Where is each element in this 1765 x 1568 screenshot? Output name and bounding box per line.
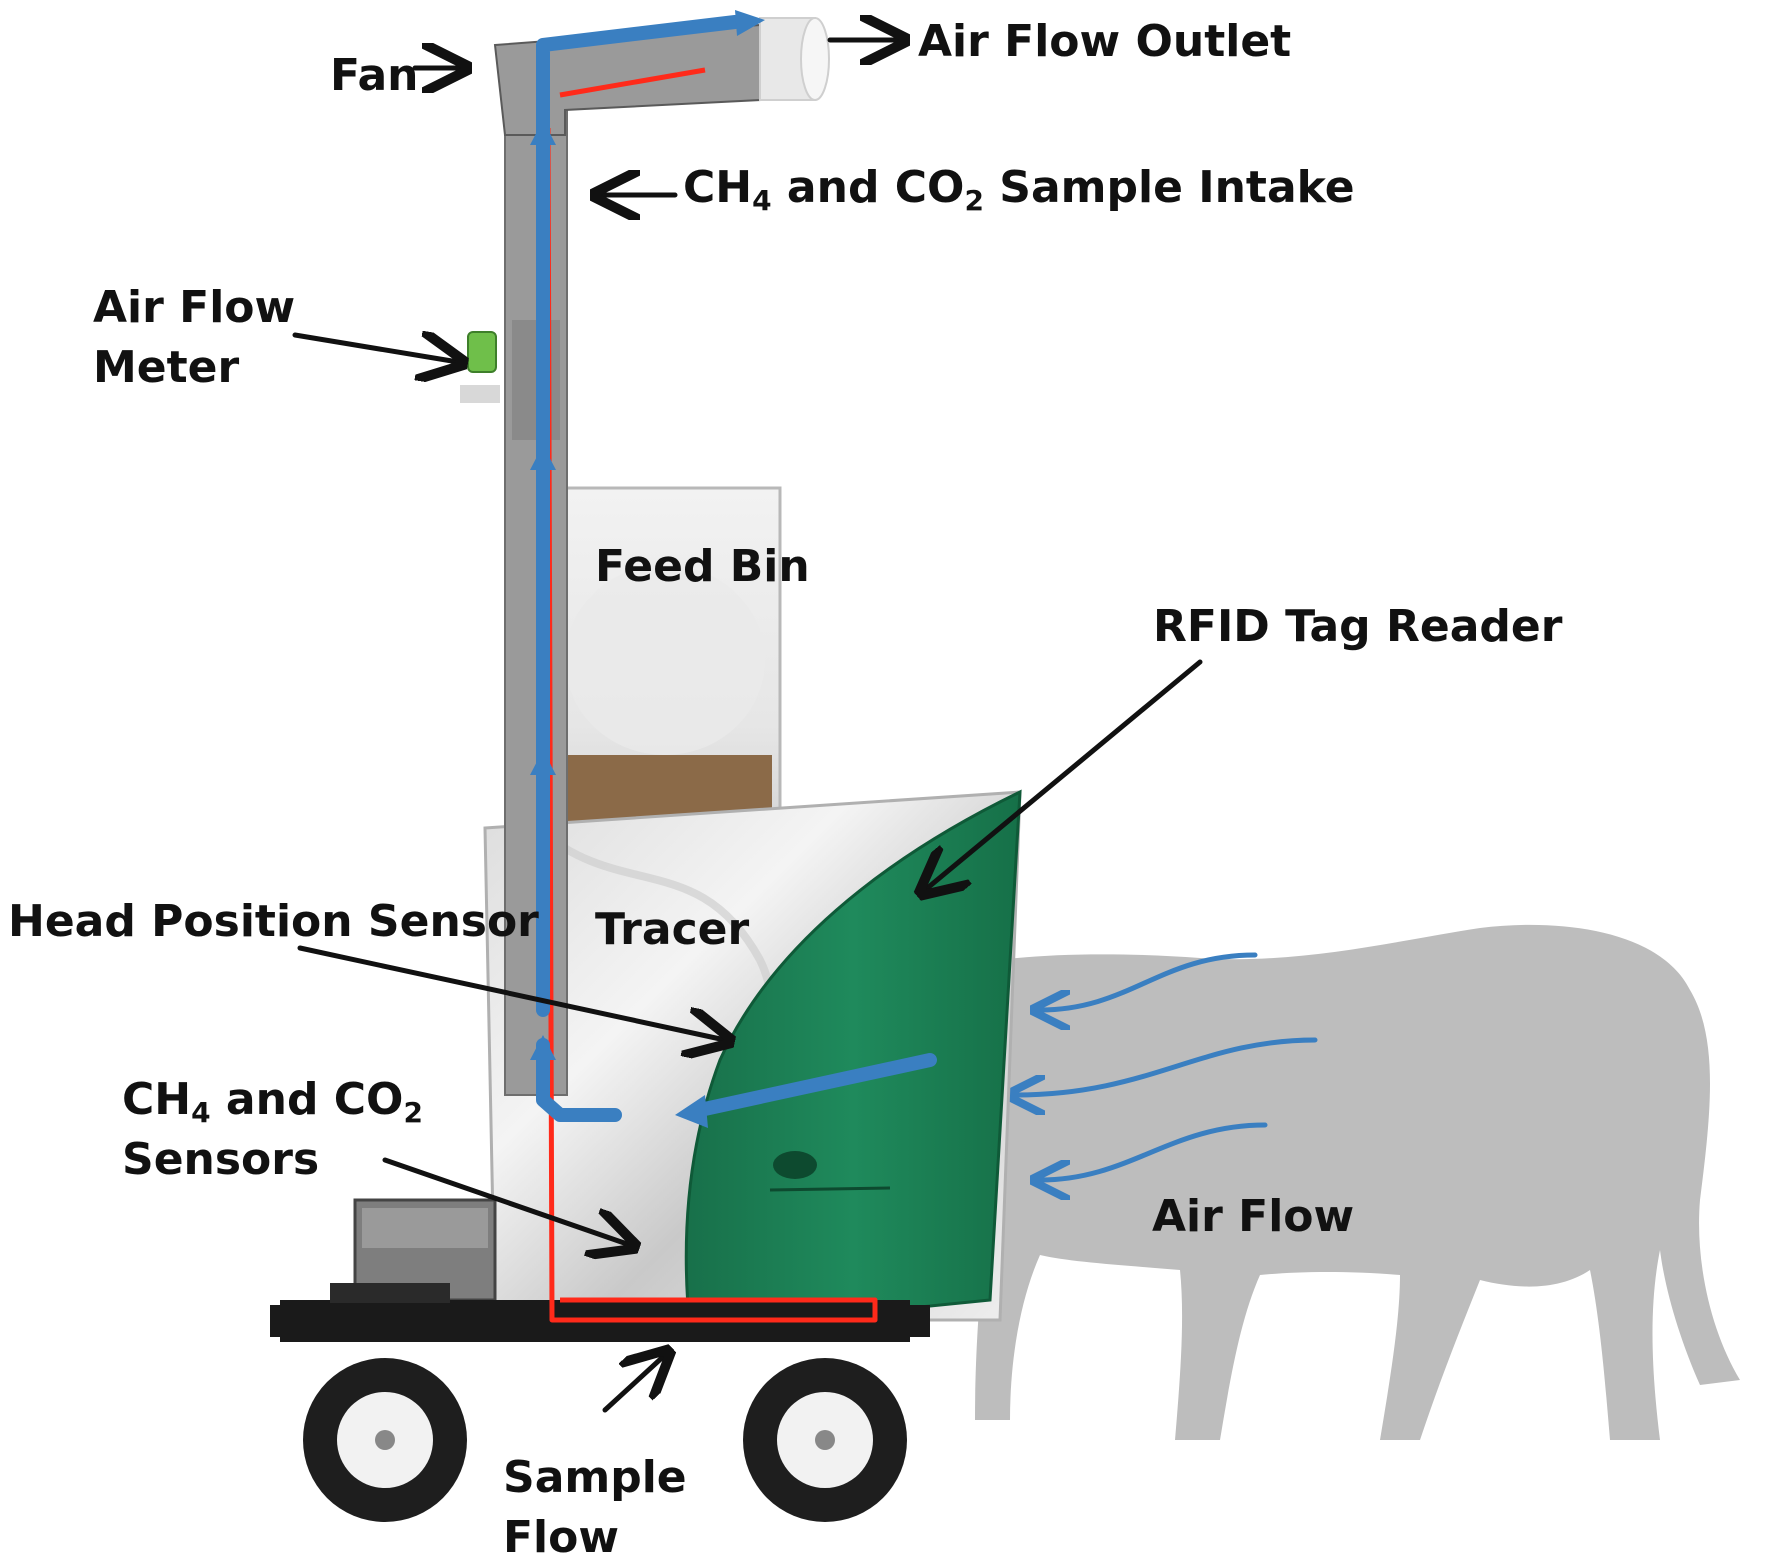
tracer-label: Tracer [595,904,750,955]
feed-bin [558,486,782,828]
fan-label: Fan [330,50,419,101]
cart-wheels [303,1358,907,1522]
sensors-label-line2: Sensors [122,1134,320,1185]
sensors-label-line1: CH4 and CO2 [122,1074,423,1129]
sample-flow-label-line1: Sample [503,1452,687,1503]
annotation-arrows [292,40,1203,1413]
sample-flow-path [545,67,878,1323]
cow-silhouette [899,924,1740,1440]
fan-housing [493,17,830,136]
air-flow-meter [460,331,500,403]
air-flow-arrows [1015,952,1318,1180]
air-flow-label: Air Flow [1152,1191,1355,1242]
air-flow-meter-label-line1: Air Flow [93,282,296,333]
sensors-label: CH4 and CO2 Sensors [122,1070,423,1190]
air-flow-arrowheads [530,10,765,1128]
air-flow-meter-label-line2: Meter [93,342,240,393]
rfid-tag-reader-label: RFID Tag Reader [1153,601,1563,652]
air-flow-meter-label: Air Flow Meter [93,278,295,398]
air-flow-outlet-label: Air Flow Outlet [918,16,1292,67]
head-position-sensor-label: Head Position Sensor [8,896,539,947]
sample-intake-label: CH4 and CO2 Sample Intake [683,162,1355,217]
feed-bin-label: Feed Bin [595,541,810,592]
sample-flow-label: Sample Flow [503,1448,687,1568]
sample-flow-label-line2: Flow [503,1512,620,1563]
